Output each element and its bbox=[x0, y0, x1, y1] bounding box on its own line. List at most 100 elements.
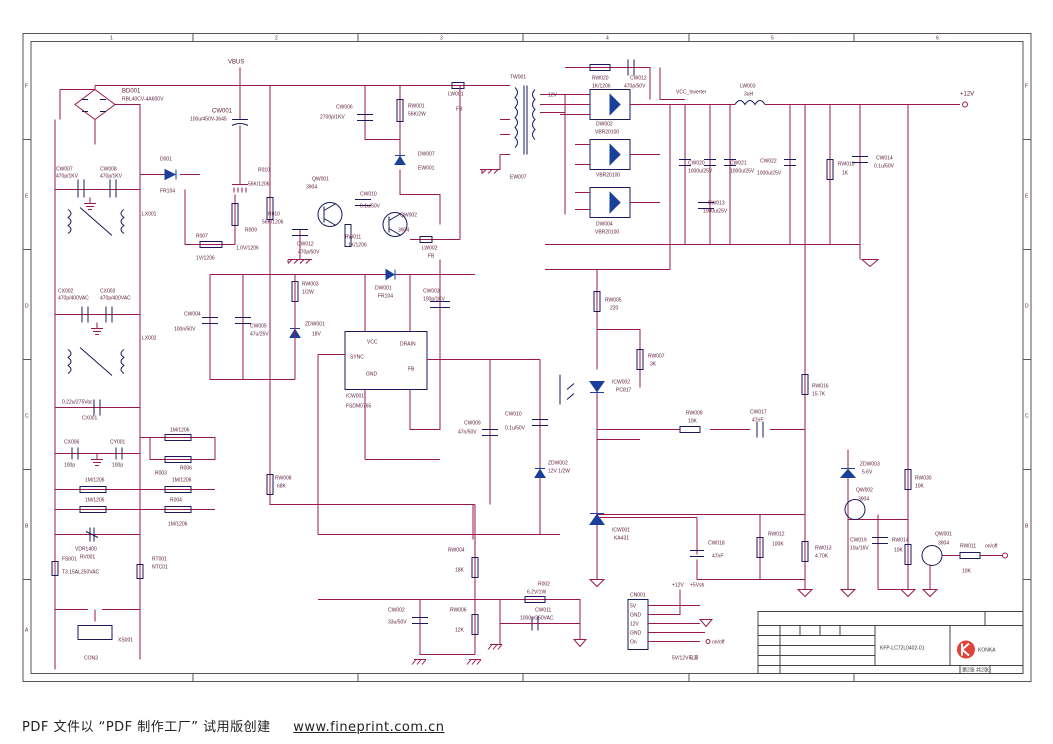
rw005-value: 220 bbox=[610, 306, 619, 312]
rw007-label: RW007 bbox=[648, 354, 665, 360]
row-letter: F bbox=[25, 84, 28, 90]
cw018-label: CW018 bbox=[708, 541, 725, 547]
zdw001-label: ZDW001 bbox=[305, 322, 325, 328]
rw010-value: 1K bbox=[842, 171, 849, 177]
cw010-ref: CW010 bbox=[505, 412, 522, 418]
tw001-label: TW001 bbox=[510, 75, 526, 81]
feedback-section: RW005 220 RW007 3K ICW002 PC817 RW009 10… bbox=[559, 104, 832, 598]
pdf-footer-link[interactable]: www.fineprint.com.cn bbox=[293, 720, 445, 735]
zdw003-label: ZDW003 bbox=[860, 462, 880, 468]
fs001-spec: T3.15AL250VAC bbox=[62, 570, 100, 576]
input-filter-section: BD001 RBL40CV-4A600V VBUS CW001 100u/450… bbox=[51, 60, 500, 670]
cx006-value: 100p bbox=[64, 463, 75, 469]
title-block: KFP-LC72L0402-01 KONKA 第2张 共2张 bbox=[757, 611, 1024, 674]
r005-value: 1M/1206 bbox=[168, 522, 188, 528]
konka-logo bbox=[957, 640, 975, 659]
r010-ref: R010 bbox=[268, 212, 280, 218]
cw017-label: CW017 bbox=[750, 410, 767, 416]
rw013-label: RW013 bbox=[815, 546, 832, 552]
cw012-value: 470p/50V bbox=[298, 250, 320, 256]
cw013-label: CW013 bbox=[708, 201, 725, 207]
cn-pin1: 5V bbox=[630, 604, 637, 610]
zdw003-value: 5.6V bbox=[862, 470, 873, 476]
transformer-tw001: TW001 EW007 12V bbox=[480, 75, 565, 181]
rw014-label: RW014 bbox=[892, 538, 909, 544]
dw001-label: DW001 bbox=[375, 286, 392, 292]
r003-label: R003 bbox=[155, 471, 167, 477]
cw008-spec: 470p/1KV bbox=[100, 174, 123, 180]
rw016-value: 15.7K bbox=[812, 392, 826, 398]
cw021-value: 1000u/25V bbox=[730, 169, 755, 175]
col-number: 1 bbox=[110, 36, 113, 42]
rw003-label: RW003 bbox=[302, 282, 319, 288]
r010-label: R010 bbox=[258, 168, 270, 174]
zdw002-label: ZDW002 bbox=[548, 461, 568, 467]
ic-drain-pin: DRAIN bbox=[400, 342, 416, 348]
lw003-label: LW003 bbox=[740, 84, 756, 90]
con3-label: CON3 bbox=[84, 656, 98, 662]
cw022-value: 1000u/25V bbox=[757, 171, 782, 177]
lx002-label: LX002 bbox=[142, 336, 157, 342]
row-letter: B bbox=[1025, 524, 1029, 530]
lx001-label: LX001 bbox=[142, 212, 157, 218]
cw001-label: CW001 bbox=[212, 109, 233, 115]
rw005-label: RW005 bbox=[605, 298, 622, 304]
col-number: 6 bbox=[936, 36, 939, 42]
cw006-label: CW006 bbox=[336, 105, 353, 111]
bd001-spec: RBL40CV-4A600V bbox=[122, 97, 164, 103]
ew001-label: EW001 bbox=[418, 166, 435, 172]
col-number: 3 bbox=[440, 36, 443, 42]
vdr-label: VDR1400 bbox=[75, 547, 97, 553]
zdw002-value: 12V 1/2W bbox=[548, 469, 570, 475]
cw019-value: 10u/16V bbox=[850, 546, 869, 552]
row-letter: C bbox=[25, 414, 29, 420]
rw006-label: RW006 bbox=[450, 608, 467, 614]
dw004-value: VBR20100 bbox=[595, 230, 619, 236]
ic-ref-label: ICW001 bbox=[346, 394, 364, 400]
cn-pin4: GND bbox=[630, 631, 642, 637]
rw003-value: 1/2W bbox=[302, 290, 314, 296]
dw002-value: VBR20100 bbox=[595, 130, 619, 136]
frame-column-numbers: 1 2 3 4 5 6 bbox=[110, 36, 939, 42]
title-sheet: 第2张 共2张 bbox=[962, 667, 989, 674]
cn-label: CN001 bbox=[630, 593, 646, 599]
rw004-value: 18K bbox=[455, 568, 465, 574]
rw001-value: 56K/2W bbox=[408, 112, 426, 118]
cw009-label: CW009 bbox=[464, 421, 481, 427]
rw020-value: 1K/1206 bbox=[348, 243, 367, 249]
cx001-ref: CX001 bbox=[82, 416, 98, 422]
r009-label: R009 bbox=[245, 228, 257, 234]
cw004-label: CW004 bbox=[184, 312, 201, 318]
cw013-value: 1000u/25V bbox=[703, 209, 728, 215]
ic-part-label: FSDM0765 bbox=[346, 404, 372, 410]
r002-label: R002 bbox=[538, 582, 550, 588]
cw011-value: 1000p/250VAC bbox=[520, 616, 554, 622]
qw002-startup-part: 3904 bbox=[398, 228, 409, 234]
rw010-label: RW010 bbox=[838, 162, 855, 168]
lw003-value: 3uH bbox=[744, 92, 754, 98]
cw019-label: CW019 bbox=[850, 538, 867, 544]
cn-5v: +5Vsb bbox=[690, 583, 705, 589]
ic-fb-pin: FB bbox=[408, 367, 415, 373]
cx003-label: CX003 bbox=[100, 289, 116, 295]
outer-frame bbox=[22, 33, 1032, 682]
snubber-section: D001 FR104 R007 1V/1206 R009 1.0V/1206 R… bbox=[140, 82, 465, 264]
cw020-value: 1000u/25V bbox=[688, 169, 713, 175]
pin12: 12V bbox=[548, 93, 558, 99]
cw007-label: CW007 bbox=[56, 167, 73, 173]
cn-onoff: on/off bbox=[712, 640, 725, 646]
r008-label: 1M/1206 bbox=[85, 498, 105, 504]
cw011-label: CW011 bbox=[535, 608, 552, 614]
col-number: 2 bbox=[275, 36, 278, 42]
cy001-value: 100p bbox=[112, 463, 123, 469]
frame-grid-ticks bbox=[23, 33, 1031, 682]
cw020-label: CW020 bbox=[688, 161, 705, 167]
rw020-val: 1K/1206 bbox=[592, 84, 611, 90]
cw003-label: CW003 bbox=[423, 289, 440, 295]
qw002-label: QW002 bbox=[856, 488, 873, 494]
onoff-label: on/off bbox=[985, 544, 998, 550]
qw002-value: 3904 bbox=[858, 497, 869, 503]
rw011-label: RW011 bbox=[960, 544, 976, 550]
cw014-value: 0.1u/50V bbox=[874, 164, 895, 170]
